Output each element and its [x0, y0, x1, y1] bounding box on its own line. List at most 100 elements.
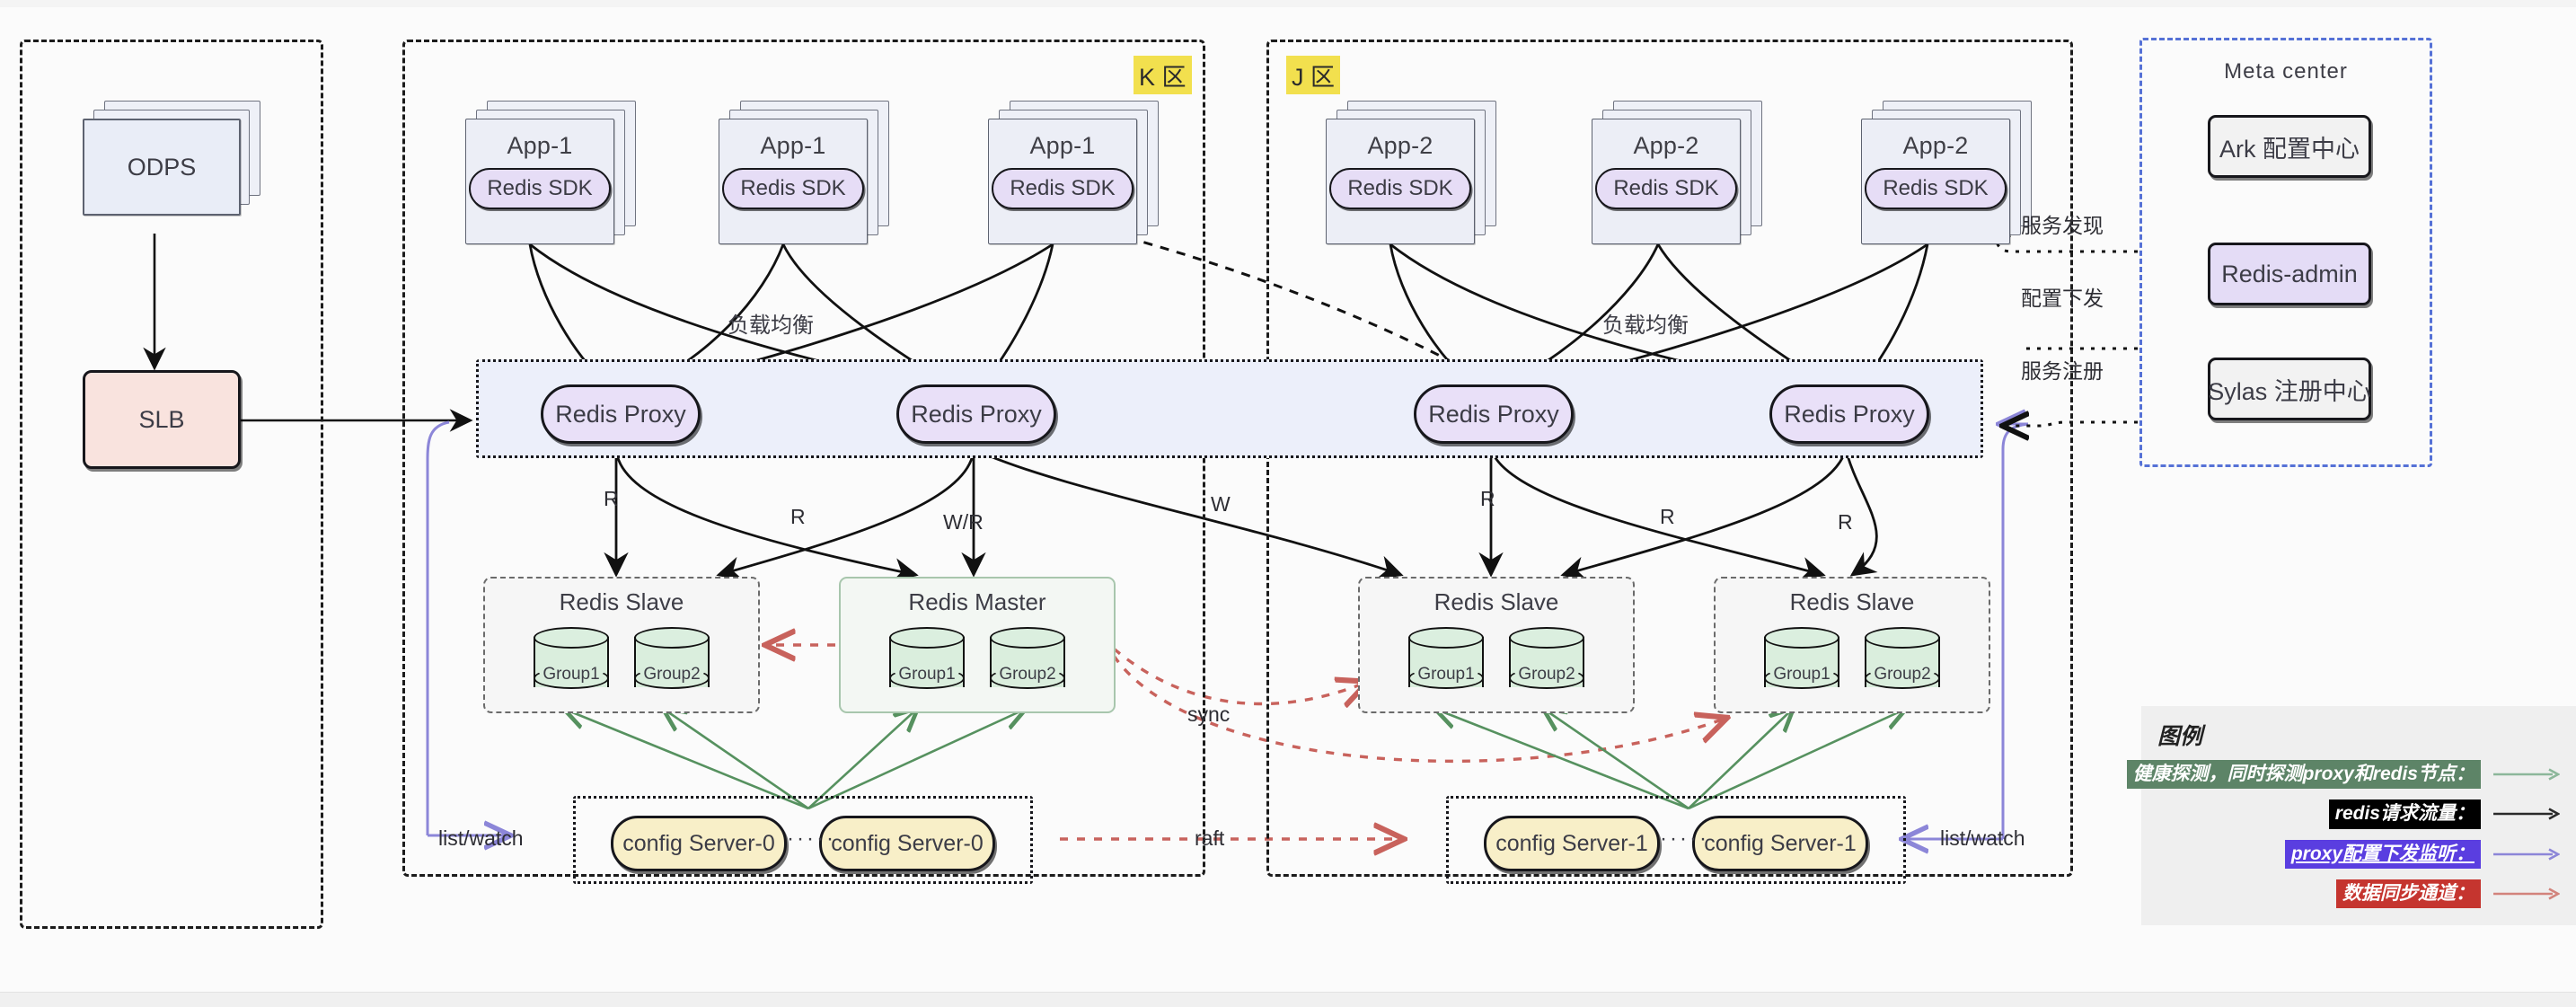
legend-arrow-proxy-config: [2493, 847, 2560, 861]
legend-arrow-data-sync: [2493, 888, 2560, 900]
app-stack-j-3: App-2 Redis SDK: [1861, 101, 2037, 246]
redis-proxy-2[interactable]: Redis Proxy: [896, 384, 1056, 444]
redis-cylinder: Group1: [1764, 627, 1839, 693]
zone-k-tag: K 区: [1134, 56, 1192, 94]
zone-left: [20, 40, 323, 929]
app-card: App-1 Redis SDK: [988, 119, 1137, 244]
config-server-1-b[interactable]: config Server-1: [1692, 816, 1868, 871]
zone-k: [402, 40, 1205, 877]
edge-label-config-push: 配置下发: [2021, 287, 2104, 310]
edge-label-r-2: R: [790, 505, 806, 528]
app-title: App-1: [507, 132, 573, 159]
meta-item-ark[interactable]: Ark 配置中心: [2208, 115, 2371, 178]
config-k-dots: ·····: [787, 826, 836, 851]
redis-sdk-pill[interactable]: Redis SDK: [1329, 168, 1471, 209]
config-j-dots: ·····: [1660, 826, 1709, 851]
app-stack-k-3: App-1 Redis SDK: [988, 101, 1164, 246]
redis-sdk-pill[interactable]: Redis SDK: [469, 168, 611, 209]
app-stack-k-2: App-1 Redis SDK: [719, 101, 895, 246]
legend-arrow-redis-traffic: [2493, 808, 2560, 821]
legend-label-data-sync: 数据同步通道：: [2336, 879, 2481, 908]
group-box-title: Redis Slave: [1789, 588, 1915, 615]
zone-j-tag: J 区: [1286, 56, 1341, 94]
meta-center-title: Meta center: [2224, 59, 2348, 84]
zone-j: [1266, 40, 2073, 877]
group-box-title: Redis Master: [908, 588, 1046, 615]
legend-label-proxy-config: proxy配置下发监听：: [2284, 839, 2481, 869]
edge-label-r-1: R: [604, 487, 619, 510]
app-stack-j-2: App-2 Redis SDK: [1592, 101, 1768, 246]
odps-label: ODPS: [127, 153, 197, 181]
edge-label-list-watch-left: list/watch: [438, 826, 524, 850]
odps-stack: ODPS: [83, 101, 260, 216]
edge-label-list-watch-right: list/watch: [1940, 826, 2025, 850]
legend-label-health-probe: 健康探测，同时探测proxy和redis节点：: [2126, 760, 2481, 790]
legend-row: 数据同步通道：: [2157, 879, 2560, 908]
edge-label-r-3: R: [1480, 487, 1495, 510]
group-box-title: Redis Slave: [559, 588, 684, 615]
config-server-1-a[interactable]: config Server-1: [1484, 816, 1660, 871]
slb-label: SLB: [138, 405, 185, 433]
cylinder-label: Group2: [1518, 665, 1575, 684]
app-card: App-2 Redis SDK: [1592, 119, 1741, 244]
app-title: App-1: [1029, 132, 1096, 159]
app-title: App-2: [1367, 132, 1434, 159]
redis-cylinder: Group2: [1865, 627, 1940, 693]
redis-slave-k-1: Redis Slave Group1 Group2: [483, 577, 760, 713]
odps-box: ODPS: [83, 119, 241, 216]
legend-label-redis-traffic: redis请求流量：: [2328, 799, 2481, 829]
app-card: App-1 Redis SDK: [719, 119, 868, 244]
edge-label-load-balance-k: 负载均衡: [728, 314, 814, 338]
redis-cylinder: Group1: [889, 627, 965, 693]
edge-label-sync: sync: [1187, 702, 1231, 726]
redis-cylinder: Group2: [990, 627, 1065, 693]
cylinder-label: Group2: [643, 665, 701, 684]
redis-cylinder: Group2: [1509, 627, 1584, 693]
legend-row: redis请求流量：: [2157, 799, 2560, 829]
legend-panel: 图例 健康探测，同时探测proxy和redis节点： redis请求流量： pr…: [2126, 706, 2576, 925]
meta-item-sylas[interactable]: Sylas 注册中心: [2208, 358, 2371, 420]
redis-sdk-pill[interactable]: Redis SDK: [1595, 168, 1737, 209]
legend-title: 图例: [2157, 724, 2203, 749]
redis-sdk-pill[interactable]: Redis SDK: [722, 168, 864, 209]
edge-label-service-register: 服务注册: [2021, 359, 2104, 383]
redis-cylinder: Group2: [634, 627, 710, 693]
redis-proxy-1[interactable]: Redis Proxy: [541, 384, 701, 444]
cylinder-label: Group1: [1417, 665, 1475, 684]
edge-label-w: W: [1211, 492, 1231, 516]
bottom-chrome-bar: [0, 992, 2576, 1007]
config-server-box-j: [1446, 796, 1906, 884]
app-card: App-2 Redis SDK: [1861, 119, 2010, 244]
proxy-band: [476, 359, 1983, 458]
app-card: App-2 Redis SDK: [1326, 119, 1475, 244]
app-stack-k-1: App-1 Redis SDK: [465, 101, 641, 246]
top-chrome-bar: [0, 0, 2576, 7]
redis-proxy-4[interactable]: Redis Proxy: [1769, 384, 1929, 444]
cylinder-label: Group1: [898, 665, 956, 684]
cylinder-label: Group1: [543, 665, 600, 684]
redis-proxy-3[interactable]: Redis Proxy: [1414, 384, 1574, 444]
redis-sdk-pill[interactable]: Redis SDK: [1865, 168, 2007, 209]
cylinder-label: Group1: [1773, 665, 1831, 684]
config-server-0-a[interactable]: config Server-0: [611, 816, 787, 871]
meta-item-redis-admin[interactable]: Redis-admin: [2208, 243, 2371, 305]
edge-label-r-4: R: [1660, 505, 1675, 528]
redis-master-k: Redis Master Group1 Group2: [839, 577, 1116, 713]
legend-row: 健康探测，同时探测proxy和redis节点：: [2126, 760, 2560, 790]
app-title: App-2: [1902, 132, 1969, 159]
legend-arrow-health-probe: [2493, 768, 2560, 781]
config-server-box-k: [573, 796, 1033, 884]
cylinder-label: Group2: [1874, 665, 1931, 684]
config-server-0-b[interactable]: config Server-0: [819, 816, 995, 871]
redis-slave-j-1: Redis Slave Group1 Group2: [1358, 577, 1635, 713]
edge-label-service-discovery: 服务发现: [2021, 214, 2104, 237]
cylinder-label: Group2: [999, 665, 1056, 684]
redis-sdk-pill[interactable]: Redis SDK: [992, 168, 1134, 209]
group-box-title: Redis Slave: [1434, 588, 1559, 615]
app-card: App-1 Redis SDK: [465, 119, 614, 244]
legend-row: proxy配置下发监听：: [2157, 839, 2560, 869]
edge-label-load-balance-j: 负载均衡: [1602, 314, 1689, 338]
zone-meta-center: [2139, 38, 2432, 467]
redis-slave-j-2: Redis Slave Group1 Group2: [1714, 577, 1990, 713]
